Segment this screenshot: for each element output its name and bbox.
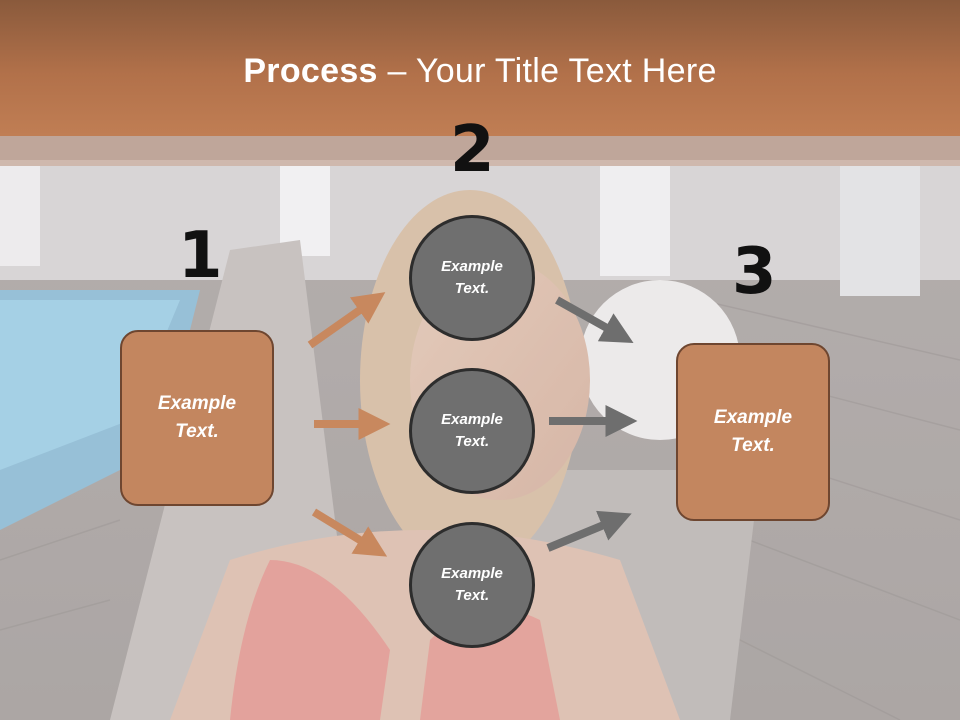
step-3-box: Example Text. (676, 343, 830, 521)
circle-middle-text: Example Text. (441, 410, 503, 451)
slide-title: Process – Your Title Text Here (0, 52, 960, 91)
title-band (0, 0, 960, 136)
step-number-3: 3 (732, 235, 777, 309)
step-1-text: Example Text. (157, 392, 237, 443)
title-sub-band (0, 136, 960, 166)
arrow-1-to-top (307, 292, 386, 349)
arrow-bottom-to-3 (546, 510, 632, 552)
title-rest: – Your Title Text Here (377, 52, 717, 90)
step-number-1: 1 (178, 219, 223, 293)
circle-top-text: Example Text. (441, 257, 503, 298)
step-2-circle-middle: Example Text. (409, 368, 535, 494)
step-1-box: Example Text. (120, 330, 274, 506)
step-2-circle-top: Example Text. (409, 215, 535, 341)
circle-bottom-text: Example Text. (441, 564, 503, 605)
step-2-circle-bottom: Example Text. (409, 522, 535, 648)
step-number-2: 2 (450, 113, 495, 187)
arrow-1-to-bottom (311, 508, 388, 557)
arrow-top-to-3 (555, 296, 634, 343)
step-3-text: Example Text. (713, 406, 793, 457)
title-bold: Process (243, 52, 378, 90)
